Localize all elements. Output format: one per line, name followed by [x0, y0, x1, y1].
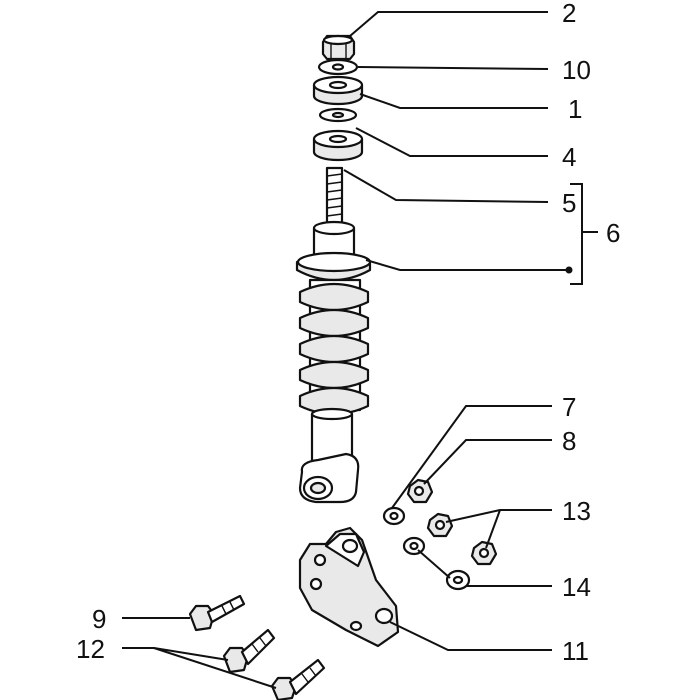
label-7: 7 — [562, 392, 576, 422]
washer-7 — [382, 506, 406, 526]
label-9: 9 — [92, 604, 106, 634]
bolt-12b — [270, 658, 326, 700]
rubber-bush-upper — [312, 75, 364, 106]
washer-middle — [318, 107, 358, 123]
label-8: 8 — [562, 426, 576, 456]
washer-14b — [445, 569, 471, 591]
label-11: 11 — [562, 636, 589, 666]
label-13: 13 — [562, 496, 591, 526]
washer-upper — [317, 58, 359, 76]
shock-lower-body — [298, 407, 360, 504]
label-5: 5 — [562, 188, 576, 218]
shock-housing — [295, 220, 372, 281]
nut-13b — [470, 540, 498, 566]
label-1: 1 — [568, 94, 582, 124]
leader-lines — [122, 11, 598, 689]
label-4: 4 — [562, 142, 576, 172]
top-nut — [321, 34, 356, 61]
rubber-bush-lower — [312, 129, 364, 162]
label-14: 14 — [562, 572, 591, 602]
label-6: 6 — [606, 218, 620, 248]
label-2: 2 — [562, 0, 576, 28]
threaded-rod — [325, 166, 344, 234]
mounting-bracket — [298, 526, 400, 648]
bolt-9 — [188, 594, 246, 632]
label-12: 12 — [76, 634, 105, 664]
coil-spring — [298, 278, 370, 416]
nut-8 — [406, 478, 434, 504]
nut-13a — [426, 512, 454, 538]
bolt-12a — [222, 628, 276, 674]
callout-labels: 2 10 1 4 5 6 7 8 13 14 11 9 12 — [76, 0, 620, 666]
label-10: 10 — [562, 55, 591, 85]
